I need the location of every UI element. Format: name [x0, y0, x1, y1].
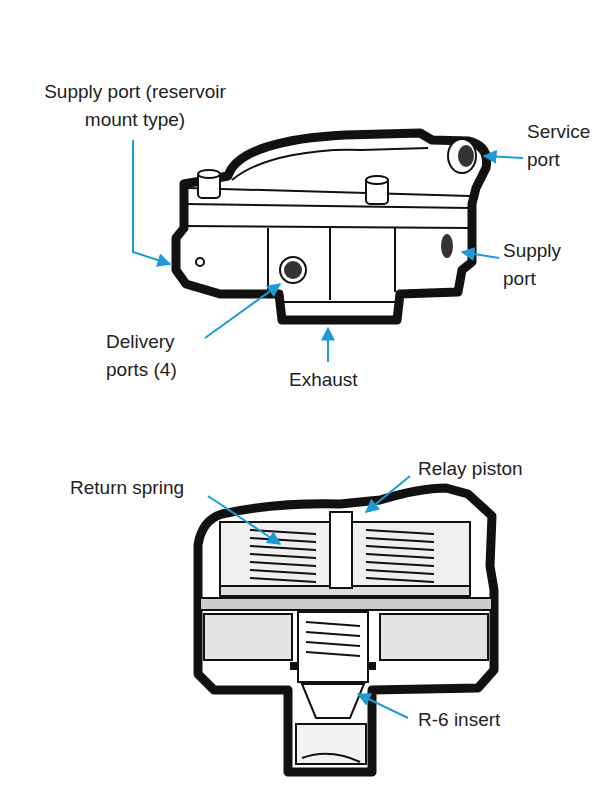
leader-line — [366, 476, 410, 512]
part-label: Relay piston — [418, 455, 568, 483]
part-label: Exhaust — [289, 366, 399, 394]
leader-line — [358, 694, 408, 718]
leader-line — [133, 140, 170, 264]
leader-line — [205, 284, 280, 338]
leader-line — [208, 496, 280, 544]
part-label: Delivery ports (4) — [106, 328, 204, 384]
leader-line — [462, 252, 499, 258]
part-label: R-6 insert — [418, 706, 568, 734]
valve-exterior — [176, 133, 487, 320]
part-label: Supply port — [503, 237, 581, 293]
part-label: Service port — [527, 118, 605, 174]
part-label: Supply port (reservoir mount type) — [20, 78, 250, 134]
leader-lines — [133, 140, 523, 718]
leader-line — [327, 328, 329, 362]
part-label: Return spring — [70, 474, 210, 502]
leader-line — [484, 156, 523, 158]
